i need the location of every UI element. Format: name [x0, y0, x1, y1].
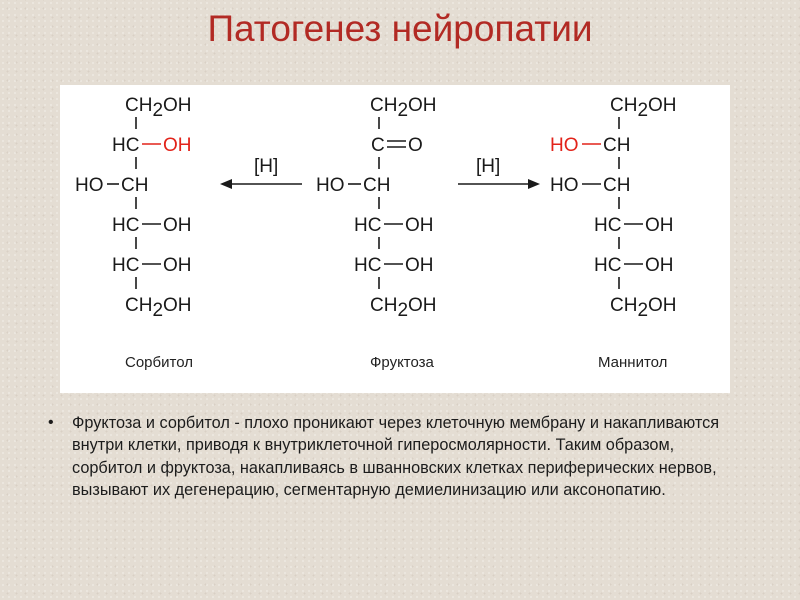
sorbitol-c3-ch: CH: [121, 175, 148, 196]
mannitol-c3-ch: CH: [603, 175, 630, 196]
fructose-label: Фруктоза: [370, 354, 435, 371]
mannitol-c2-ho: HO: [550, 135, 579, 156]
slide-title: Патогенез нейропатии: [207, 8, 593, 49]
fructose-c3-ch: CH: [363, 175, 390, 196]
reagent-label-right: [H]: [476, 156, 500, 177]
arrow-to-sorbitol: [H]: [220, 156, 302, 189]
fructose-c5-hc: HC: [354, 255, 381, 276]
sorbitol-label: Сорбитол: [125, 354, 193, 371]
bullet-list: • Фруктоза и сорбитол - плохо проникают …: [48, 412, 748, 501]
fructose-structure: CH2OH C O HO CH HC OH HC OH CH2OH Фрукто…: [316, 95, 437, 371]
fructose-ch2oh-top: CH2OH: [370, 95, 437, 121]
sorbitol-c2-hc: HC: [112, 135, 139, 156]
sorbitol-c5-hc: HC: [112, 255, 139, 276]
mannitol-c4-oh: OH: [645, 215, 674, 236]
fructose-c2-o: O: [408, 135, 423, 156]
fructose-c3-ho: HO: [316, 175, 345, 196]
sorbitol-c5-oh: OH: [163, 255, 192, 276]
fructose-c2-c: C: [371, 135, 385, 156]
sorbitol-c4-hc: HC: [112, 215, 139, 236]
mannitol-c5-oh: OH: [645, 255, 674, 276]
fructose-ch2oh-bottom: CH2OH: [370, 295, 437, 321]
sorbitol-ch2oh-bottom: CH2OH: [125, 295, 192, 321]
fructose-c5-oh: OH: [405, 255, 434, 276]
reaction-scheme: CH2OH HC OH HO CH HC OH HC OH CH2OH Сорб…: [60, 85, 730, 393]
mannitol-c2-ch: CH: [603, 135, 630, 156]
bullet-icon: •: [48, 414, 54, 431]
reagent-label-left: [H]: [254, 156, 278, 177]
mannitol-label: Маннитол: [598, 354, 667, 371]
fructose-c4-oh: OH: [405, 215, 434, 236]
arrow-to-mannitol: [H]: [458, 156, 540, 189]
mannitol-c3-ho: HO: [550, 175, 579, 196]
arrow-head: [220, 179, 232, 189]
mannitol-structure: CH2OH HO CH HO CH HC OH HC OH CH2OH Манн…: [550, 95, 677, 371]
sorbitol-c2-oh: OH: [163, 135, 192, 156]
arrow-head: [528, 179, 540, 189]
sorbitol-ch2oh-top: CH2OH: [125, 95, 192, 121]
bullet-item: • Фруктоза и сорбитол - плохо проникают …: [48, 412, 748, 501]
reaction-scheme-svg: CH2OH HC OH HO CH HC OH HC OH CH2OH Сорб…: [75, 95, 677, 371]
mannitol-ch2oh-bottom: CH2OH: [610, 295, 677, 321]
sorbitol-structure: CH2OH HC OH HO CH HC OH HC OH CH2OH Сорб…: [75, 95, 193, 371]
sorbitol-c3-ho: HO: [75, 175, 104, 196]
bullet-text: Фруктоза и сорбитол - плохо проникают че…: [72, 414, 720, 499]
mannitol-ch2oh-top: CH2OH: [610, 95, 677, 121]
mannitol-c4-hc: HC: [594, 215, 621, 236]
mannitol-c5-hc: HC: [594, 255, 621, 276]
fructose-c4-hc: HC: [354, 215, 381, 236]
sorbitol-c4-oh: OH: [163, 215, 192, 236]
